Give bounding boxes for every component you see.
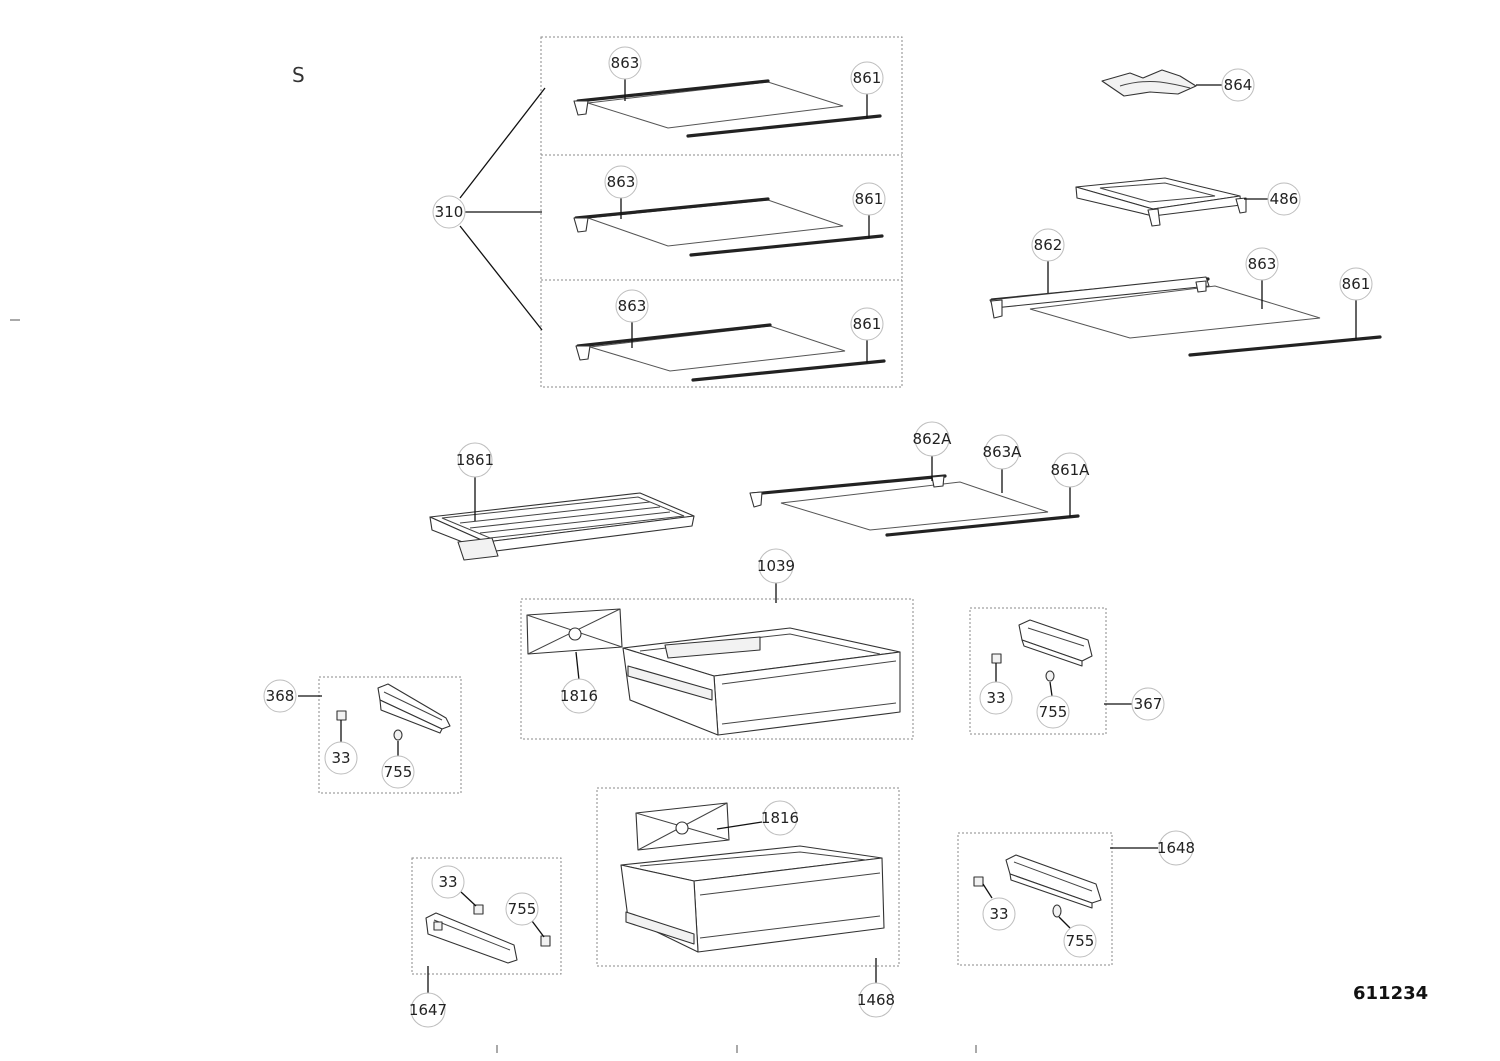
part-486-tray: [1075, 177, 1268, 227]
callout-33: 33: [979, 681, 1013, 715]
shelf-group-box: [540, 36, 903, 388]
svg-text:863: 863: [618, 297, 647, 315]
callout-862: 862: [1031, 228, 1065, 262]
callout-33: 33: [431, 865, 465, 899]
svg-text:862A: 862A: [913, 430, 953, 448]
callout-861: 861: [850, 61, 884, 95]
svg-text:755: 755: [1039, 703, 1068, 721]
callout-864: 864: [1221, 68, 1255, 102]
part-33-cap-a: [336, 710, 347, 742]
svg-text:1648: 1648: [1157, 839, 1195, 857]
callout-367: 367: [1131, 687, 1165, 721]
callout-862A: 862A: [913, 421, 953, 457]
callout-1039: 1039: [757, 548, 795, 584]
part-33-cap-d: [973, 876, 993, 899]
svg-text:864: 864: [1224, 76, 1253, 94]
part-755-plug-c: [531, 920, 551, 947]
svg-text:33: 33: [331, 749, 350, 767]
part-367-bracket: [1018, 619, 1132, 705]
part-755-plug-b: [1045, 670, 1055, 697]
svg-text:861: 861: [1342, 275, 1371, 293]
glass-shelf-862A: [749, 456, 1080, 537]
svg-text:367: 367: [1134, 695, 1163, 713]
glass-shelf-a: [573, 79, 882, 138]
svg-text:863: 863: [607, 173, 636, 191]
callout-863: 863: [1245, 247, 1279, 281]
svg-text:1468: 1468: [857, 991, 895, 1009]
callout-1468: 1468: [857, 982, 895, 1018]
drawer-1039: [622, 627, 901, 736]
svg-text:863A: 863A: [983, 443, 1023, 461]
callout-755: 755: [505, 892, 539, 926]
callout-755: 755: [381, 755, 415, 789]
callout-863: 863: [604, 165, 638, 199]
svg-text:1816: 1816: [761, 809, 799, 827]
callout-861: 861: [1339, 267, 1373, 301]
glass-shelf-b: [573, 197, 884, 257]
callout-310: 310: [432, 195, 466, 229]
part-1647-bracket: [425, 912, 518, 995]
section-letter: S: [292, 63, 305, 87]
callout-863: 863: [608, 46, 642, 80]
part-1816-label-b: [635, 802, 763, 851]
glass-shelf-d: [989, 261, 1382, 357]
svg-text:861: 861: [855, 190, 884, 208]
svg-text:33: 33: [438, 873, 457, 891]
part-1861-wire-rack: [429, 476, 695, 561]
svg-text:755: 755: [1066, 932, 1095, 950]
drawer-1039-box: [520, 582, 914, 740]
part-864-cover: [1101, 69, 1222, 97]
part-1648-bracket: [1005, 847, 1158, 909]
part-1816-label-a: [526, 608, 623, 681]
svg-text:368: 368: [266, 687, 295, 705]
svg-text:755: 755: [384, 763, 413, 781]
leader-lines-310: [459, 78, 870, 363]
callout-1816: 1816: [761, 800, 799, 836]
callout-1861: 1861: [456, 442, 494, 478]
svg-text:1039: 1039: [757, 557, 795, 575]
callout-861A: 861A: [1051, 452, 1091, 488]
svg-text:33: 33: [989, 905, 1008, 923]
callout-368: 368: [263, 679, 297, 713]
part-368-bracket: [298, 683, 451, 734]
svg-text:310: 310: [435, 203, 464, 221]
part-755-plug-d: [1052, 904, 1071, 929]
callout-1647: 1647: [409, 992, 447, 1028]
callout-863: 863: [615, 289, 649, 323]
svg-text:861: 861: [853, 69, 882, 87]
part-33-cap-c: [460, 891, 484, 915]
svg-text:1861: 1861: [456, 451, 494, 469]
callout-33: 33: [982, 897, 1016, 931]
callout-33: 33: [324, 741, 358, 775]
svg-text:863: 863: [611, 54, 640, 72]
part-755-plug-a: [393, 729, 403, 756]
svg-text:1647: 1647: [409, 1001, 447, 1019]
drawer-1468: [620, 845, 885, 984]
part-33-cap-b: [991, 653, 1002, 682]
glass-shelf-c: [575, 323, 886, 382]
svg-text:1816: 1816: [560, 687, 598, 705]
svg-text:33: 33: [986, 689, 1005, 707]
svg-text:863: 863: [1248, 255, 1277, 273]
callout-863A: 863A: [983, 434, 1023, 470]
svg-text:861: 861: [853, 315, 882, 333]
svg-text:862: 862: [1034, 236, 1063, 254]
callout-861: 861: [850, 307, 884, 341]
svg-text:755: 755: [508, 900, 537, 918]
callout-755: 755: [1036, 695, 1070, 729]
group-1647-box: [411, 857, 562, 975]
drawing-number: 611234: [1353, 983, 1428, 1004]
svg-text:486: 486: [1270, 190, 1299, 208]
callout-755: 755: [1063, 924, 1097, 958]
callout-486: 486: [1267, 182, 1301, 216]
group-367-box: [969, 607, 1107, 735]
callout-1648: 1648: [1157, 830, 1195, 866]
svg-text:861A: 861A: [1051, 461, 1091, 479]
callout-861: 861: [852, 182, 886, 216]
group-368-box: [318, 676, 462, 794]
group-1648-box: [957, 832, 1113, 966]
callout-1816: 1816: [560, 678, 598, 714]
